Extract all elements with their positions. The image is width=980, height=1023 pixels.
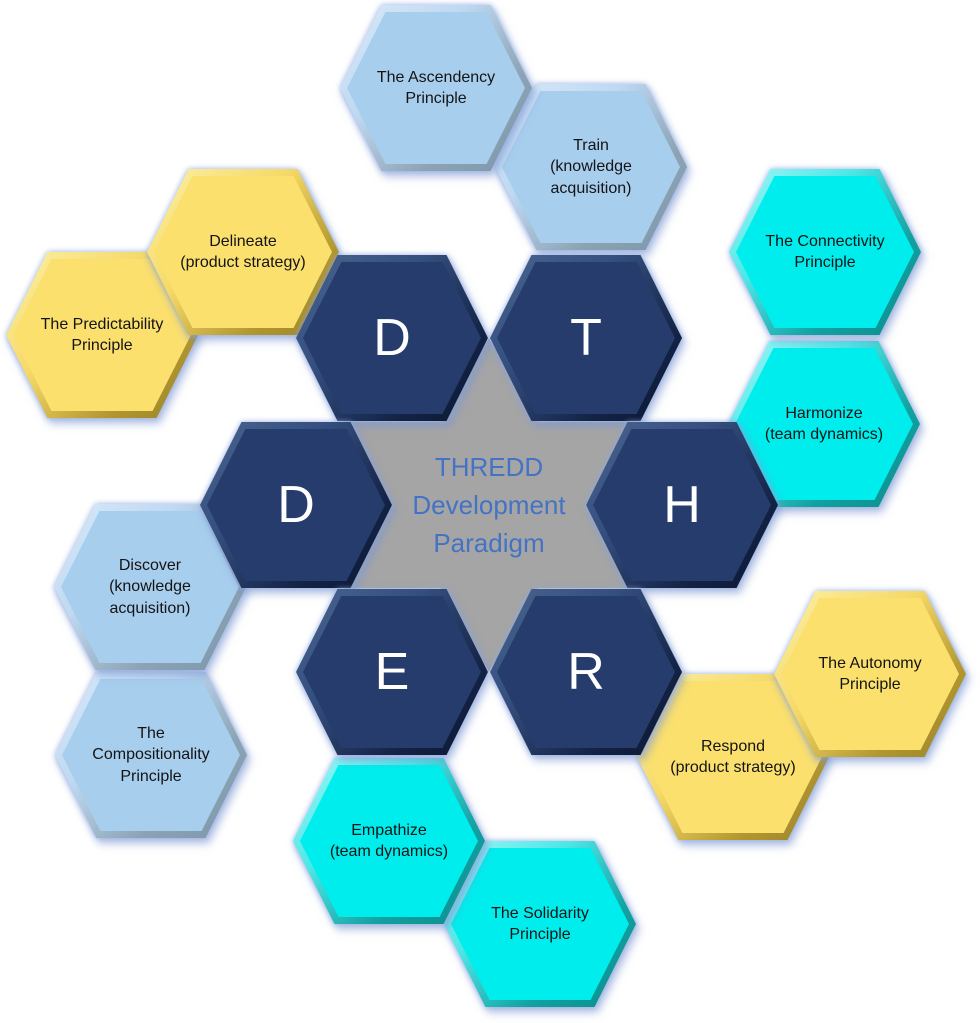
hexagon-connectivity-principle: The Connectivity Principle bbox=[729, 169, 921, 335]
hexagon-face bbox=[300, 765, 478, 917]
hexagon-label: The Predictability Principle bbox=[40, 315, 164, 354]
hexagon-ascendency-principle: The Ascendency Principle bbox=[340, 5, 532, 171]
hexagon-label: The Autonomy Principle bbox=[818, 654, 922, 693]
hexagon-empathize: Empathize (team dynamics) bbox=[293, 758, 485, 924]
hexagon-harmonize: Harmonize (team dynamics) bbox=[728, 341, 920, 507]
hexagon-letter: T bbox=[570, 309, 602, 367]
hexagon-face bbox=[593, 429, 771, 581]
hexagon-label: The Ascendency Principle bbox=[376, 68, 496, 107]
hexagon-shape bbox=[490, 589, 682, 755]
hexagon-letter-d-left: D bbox=[200, 422, 392, 588]
hexagon-predictability-principle: The Predictability Principle bbox=[6, 252, 198, 418]
hexagon-shape bbox=[55, 672, 247, 838]
hexagon-shape bbox=[586, 422, 778, 588]
hexagon-face bbox=[497, 262, 675, 414]
hexagon-train: Train (knowledge acquisition) bbox=[495, 84, 687, 250]
hexagon-discover: Discover (knowledge acquisition) bbox=[54, 504, 246, 670]
hexagon-label: Harmonize (team dynamics) bbox=[764, 404, 884, 443]
hexagon-face bbox=[61, 511, 239, 663]
hexagon-letter-e-bottom-left: E bbox=[296, 589, 488, 755]
hexagon-face bbox=[13, 259, 191, 411]
hexagon-shape bbox=[495, 84, 687, 250]
hexagon-label: Respond (product strategy) bbox=[670, 737, 796, 776]
hexagon-letter-h-right: H bbox=[586, 422, 778, 588]
hexagon-letter: E bbox=[374, 643, 410, 701]
hexagon-face bbox=[781, 598, 959, 750]
hexagon-face bbox=[154, 176, 332, 328]
hexagon-face bbox=[207, 429, 385, 581]
hexagon-face bbox=[451, 848, 629, 1000]
hexagon-label: The Compositionality Principle bbox=[92, 725, 210, 785]
hexagon-delineate: Delineate (product strategy) bbox=[147, 169, 339, 335]
hexagon-shape bbox=[490, 255, 682, 421]
hexagon-shape bbox=[774, 591, 966, 757]
hexagon-face bbox=[735, 348, 913, 500]
hexagon-face bbox=[736, 176, 914, 328]
hexagon-label: The Connectivity Principle bbox=[765, 232, 885, 271]
hexagon-shape bbox=[296, 589, 488, 755]
hexagon-autonomy-principle: The Autonomy Principle bbox=[774, 591, 966, 757]
hexagon-letter-t-top-right: T bbox=[490, 255, 682, 421]
hexagon-face bbox=[497, 596, 675, 748]
hexagon-label: Empathize (team dynamics) bbox=[329, 821, 449, 860]
hexagon-face bbox=[303, 262, 481, 414]
hexagon-letter-d-top-left: D bbox=[296, 255, 488, 421]
hexagon-label: The Solidarity Principle bbox=[491, 904, 589, 943]
hexagon-label: Delineate (product strategy) bbox=[180, 232, 306, 271]
hexagon-shape bbox=[293, 758, 485, 924]
hexagon-shape bbox=[296, 255, 488, 421]
hexagon-letter: H bbox=[663, 476, 701, 534]
hexagon-shape bbox=[54, 504, 246, 670]
hexagon-solidarity-principle: The Solidarity Principle bbox=[444, 841, 636, 1007]
hexagon-face bbox=[347, 12, 525, 164]
hexagon-label: Train (knowledge acquisition) bbox=[550, 137, 632, 197]
hexagon-shape bbox=[340, 5, 532, 171]
hexagon-face bbox=[303, 596, 481, 748]
hexagon-compositionality-principle: The Compositionality Principle bbox=[55, 672, 247, 838]
hexagon-shape bbox=[729, 169, 921, 335]
hexagon-face bbox=[502, 91, 680, 243]
hexagon-shape bbox=[728, 341, 920, 507]
hexagon-letter-r-bottom-right: R bbox=[490, 589, 682, 755]
hexagon-label: Discover (knowledge acquisition) bbox=[109, 557, 191, 617]
hexagon-shape bbox=[6, 252, 198, 418]
hexagon-shape bbox=[147, 169, 339, 335]
hexagon-shape bbox=[444, 841, 636, 1007]
hexagon-letter: R bbox=[567, 643, 605, 701]
hexagon-shape bbox=[200, 422, 392, 588]
hexagon-face bbox=[62, 679, 240, 831]
center-title: THREDD Development Paradigm bbox=[412, 451, 566, 559]
hexagon-letter: D bbox=[277, 476, 315, 534]
hexagon-letter: D bbox=[373, 309, 411, 367]
